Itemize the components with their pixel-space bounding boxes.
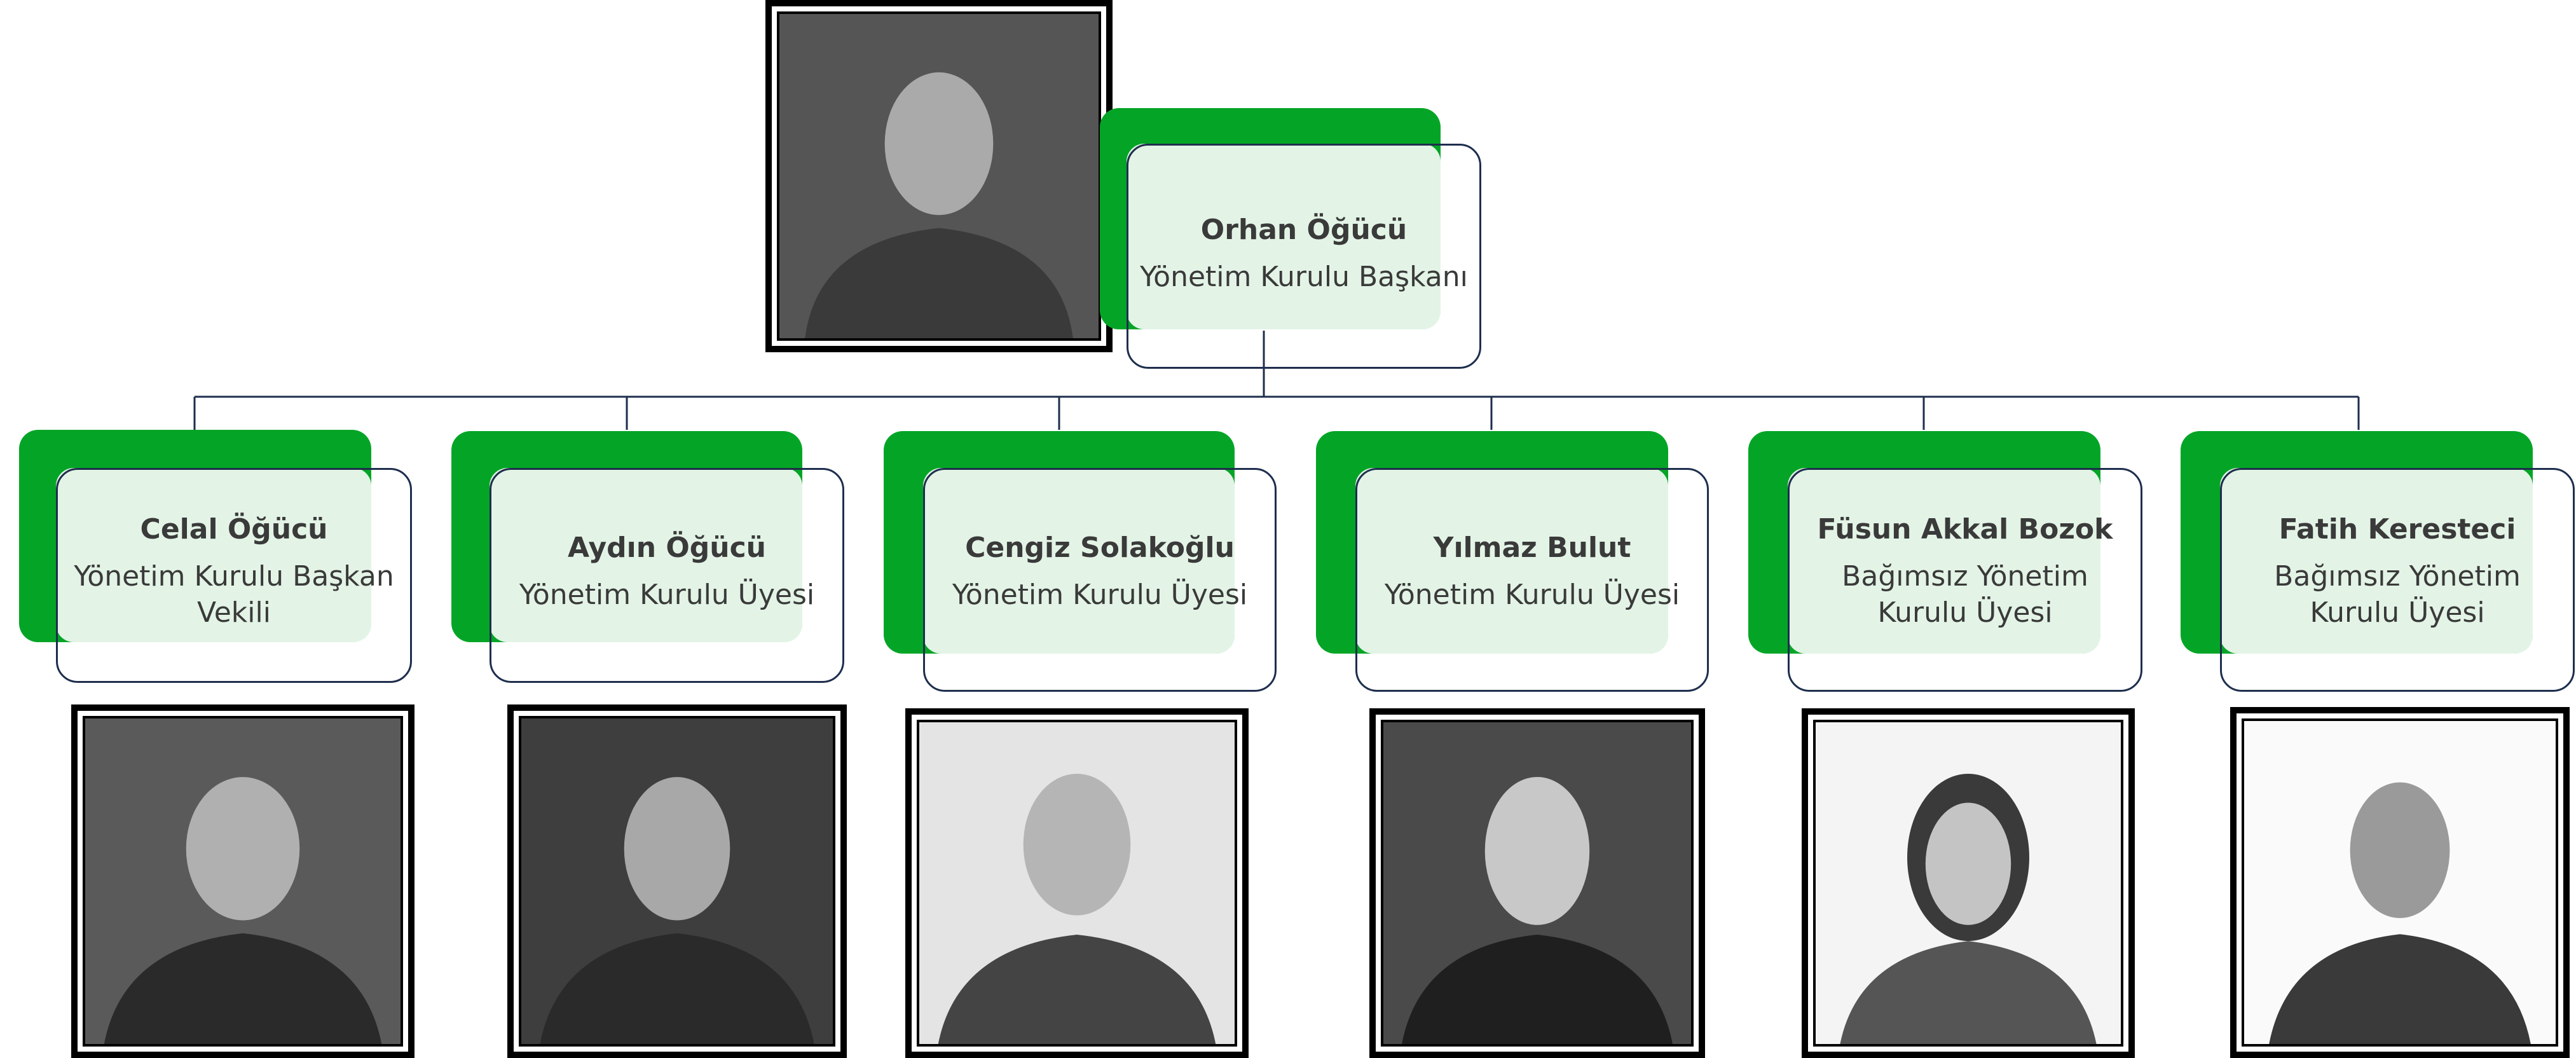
member-photo [71,704,414,1058]
member-tint [2220,468,2533,654]
portrait-photo-icon [777,11,1101,341]
member-role: Yönetim Kurulu Başkan Vekili [74,560,394,629]
chairman-card [1127,144,1481,369]
member-text: Celal Öğücü Yönetim Kurulu Başkan Vekili [70,496,398,649]
member-role: Yönetim Kurulu Üyesi [519,578,815,611]
member-tint [1355,468,1668,654]
member-tint [1788,468,2100,654]
chairman-tint [1127,144,1441,329]
member-photo [2230,707,2570,1058]
member-name: Celal Öğücü [140,513,328,546]
member-photo [1802,708,2135,1058]
member-name: Yılmaz Bulut [1433,532,1631,564]
member-text: Yılmaz Bulut Yönetim Kurulu Üyesi [1362,509,1702,636]
chairman-role: Yönetim Kurulu Başkanı [1140,260,1468,293]
member-card [1355,468,1709,692]
member-text: Aydın Öğücü Yönetim Kurulu Üyesi [502,496,832,649]
member-card [490,468,844,683]
portrait-photo-icon [917,720,1237,1047]
member-tint [923,468,1235,654]
member-name: Füsun Akkal Bozok [1817,513,2113,546]
member-role: Yönetim Kurulu Üyesi [1384,578,1680,611]
member-name: Fatih Keresteci [2278,513,2516,546]
chairman-photo [765,0,1113,352]
member-photo [905,708,1249,1058]
member-role: Bağımsız Yönetim Kurulu Üyesi [2274,560,2521,629]
member-text: Cengiz Solakoğlu Yönetim Kurulu Üyesi [929,509,1270,636]
member-role: Bağımsız Yönetim Kurulu Üyesi [1842,560,2088,629]
portrait-photo-icon [1813,720,2123,1047]
member-text: Fatih Keresteci Bağımsız Yönetim Kurulu … [2233,496,2562,649]
member-card [2220,468,2575,692]
member-card [56,468,412,683]
portrait-photo-icon [2242,718,2558,1047]
member-photo [1369,708,1705,1058]
member-tint [490,468,802,642]
member-card [923,468,1277,692]
member-tint [56,468,371,642]
portrait-photo-icon [83,716,403,1047]
member-text: Füsun Akkal Bozok Bağımsız Yönetim Kurul… [1800,496,2130,649]
portrait-photo-icon [519,716,835,1047]
member-name: Cengiz Solakoğlu [965,532,1235,564]
member-name: Aydın Öğücü [567,532,767,564]
portrait-photo-icon [1381,720,1694,1047]
chairman-text: Orhan Öğücü Yönetim Kurulu Başkanı [1127,191,1481,318]
chairman-name: Orhan Öğücü [1200,214,1408,246]
member-photo [507,704,847,1058]
member-role: Yönetim Kurulu Üyesi [952,578,1248,611]
member-card [1788,468,2142,692]
